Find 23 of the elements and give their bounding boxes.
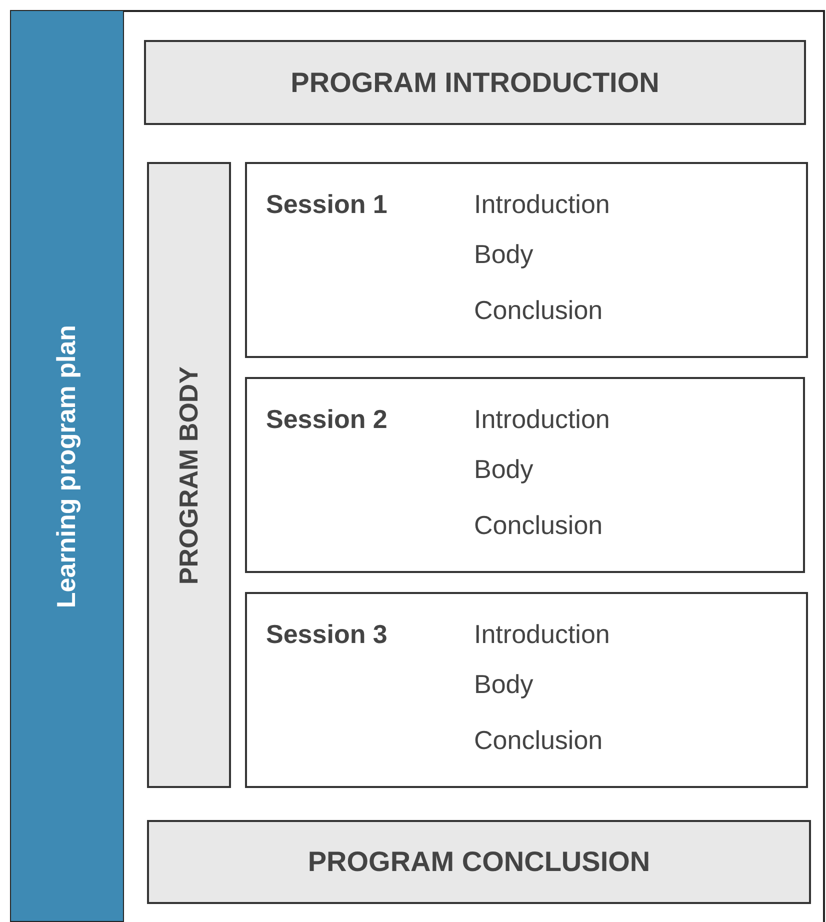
session-part: Introduction [474, 188, 610, 220]
section-title: PROGRAM CONCLUSION [308, 845, 650, 879]
session-box [245, 592, 808, 788]
section-box [147, 162, 231, 788]
band-title: Learning program plan [50, 324, 82, 608]
session-title: Session 3 [266, 618, 388, 650]
session-part: Introduction [474, 403, 610, 435]
session-box [245, 377, 805, 573]
session-part: Conclusion [474, 294, 603, 326]
section-title: PROGRAM INTRODUCTION [290, 66, 660, 100]
section-box [144, 40, 806, 125]
section-box [147, 820, 811, 904]
session-title: Session 1 [266, 188, 388, 220]
session-part: Introduction [474, 618, 610, 650]
section-title: PROGRAM BODY [172, 366, 204, 584]
session-part: Body [474, 453, 534, 485]
session-part: Body [474, 238, 534, 270]
session-box [245, 162, 808, 358]
side-band [10, 10, 124, 922]
session-part: Body [474, 668, 534, 700]
session-part: Conclusion [474, 509, 603, 541]
session-part: Conclusion [474, 724, 603, 756]
session-title: Session 2 [266, 403, 388, 435]
